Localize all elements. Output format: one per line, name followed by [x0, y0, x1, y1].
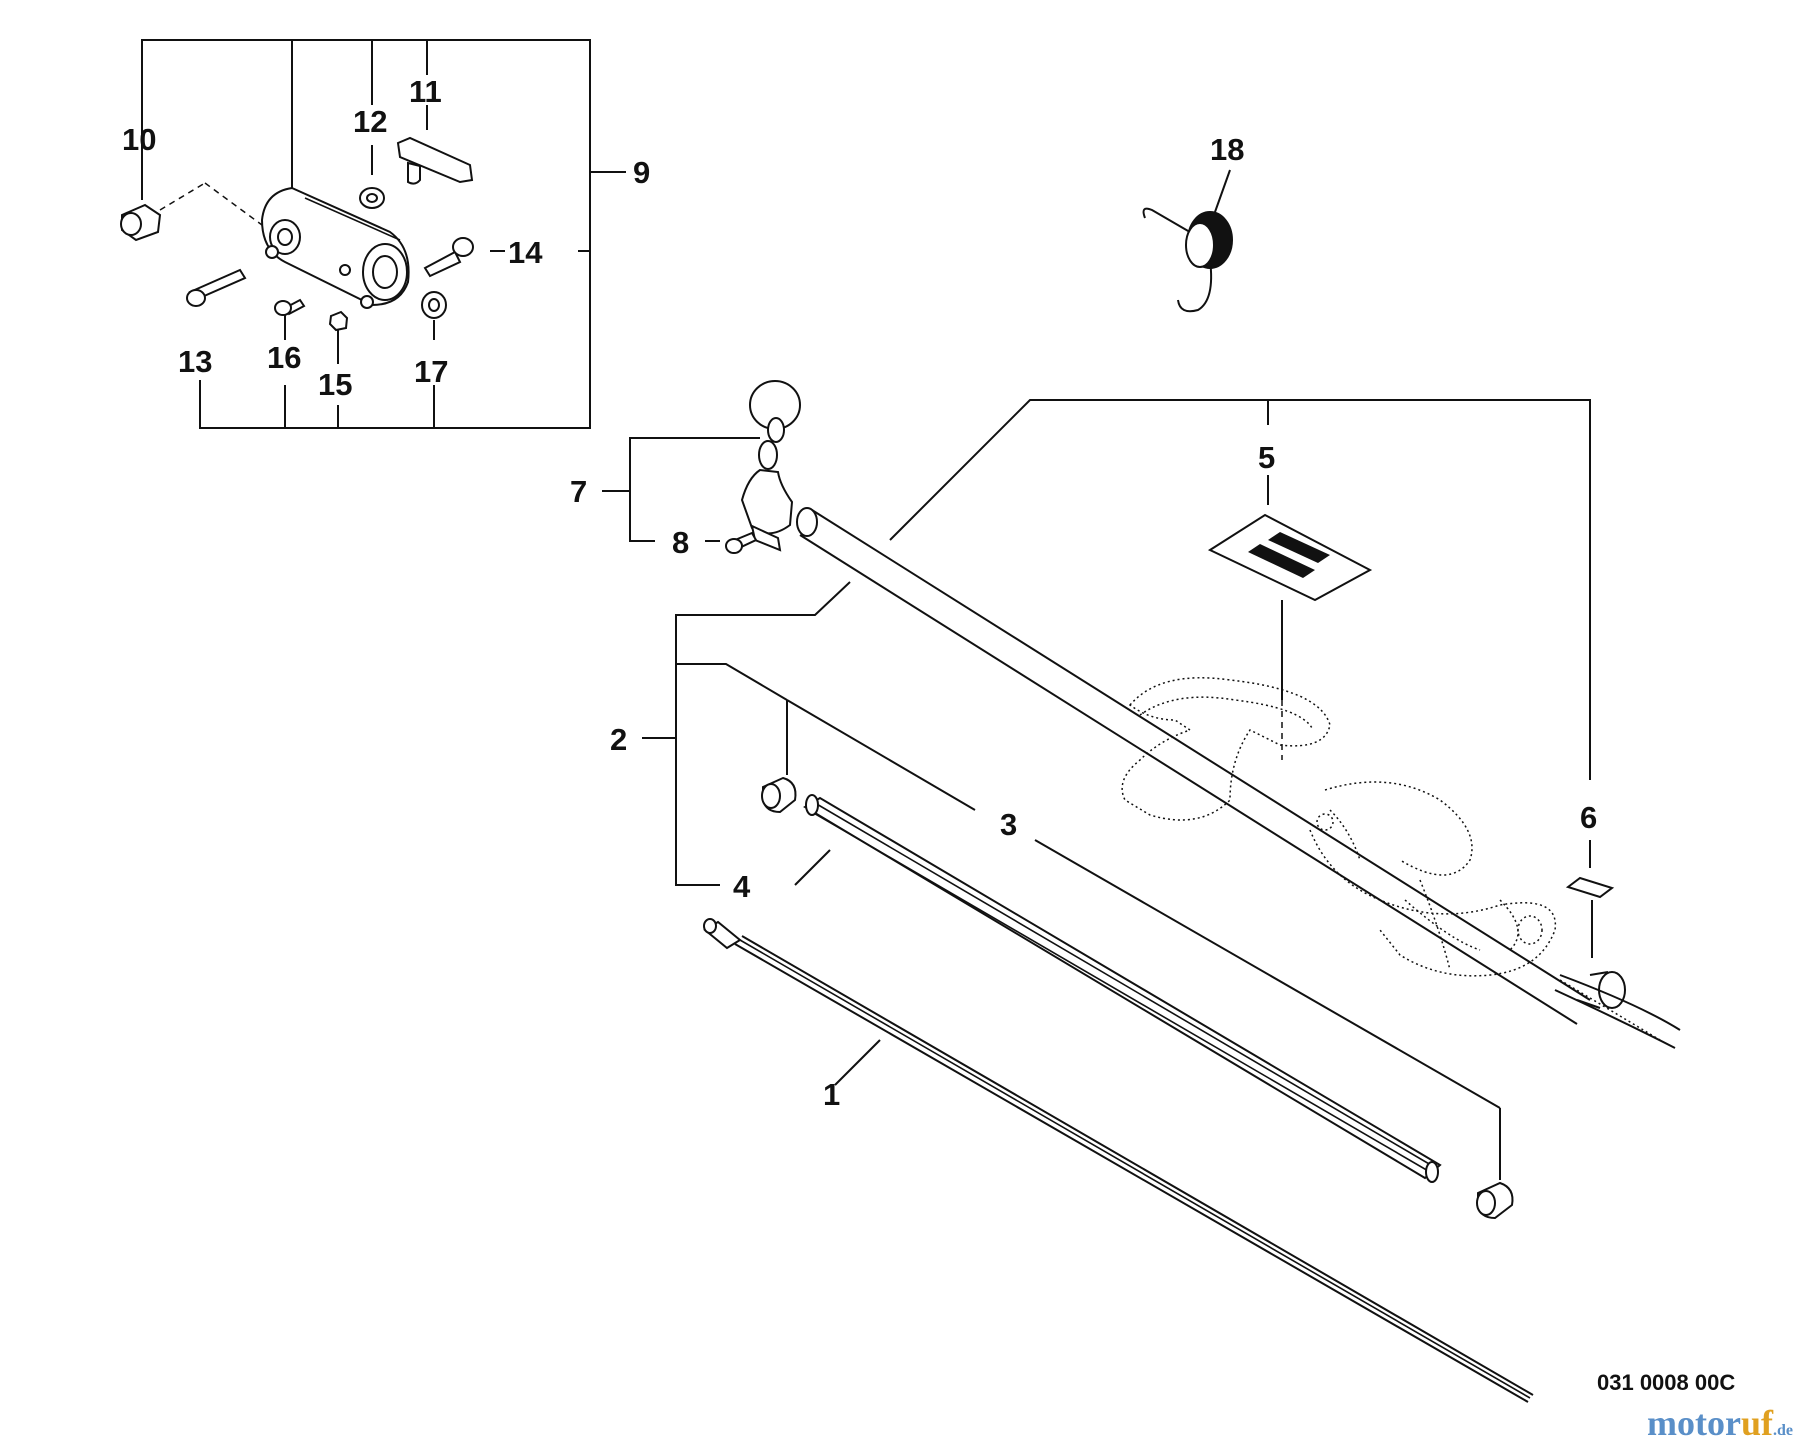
watermark-part2: uf — [1740, 1403, 1773, 1443]
callout-15: 15 — [318, 367, 352, 402]
callout-4: 4 — [733, 869, 751, 904]
part-16-screw — [274, 298, 306, 316]
callout-17: 17 — [414, 354, 448, 389]
part-15-nut — [328, 310, 349, 332]
callout-10: 10 — [122, 122, 156, 157]
main-shaft-tube — [796, 507, 1626, 1025]
watermark-part1: motor — [1647, 1403, 1741, 1443]
callout-2: 2 — [610, 722, 627, 757]
part-9-gear-case — [260, 186, 410, 309]
part-8-screw — [725, 531, 758, 554]
bracket-group-9 — [141, 39, 626, 429]
bracket-group-2 — [642, 581, 1501, 1180]
callout-3: 3 — [1000, 807, 1017, 842]
handle-outline — [1121, 677, 1557, 977]
callout-6: 6 — [1580, 800, 1597, 835]
bracket-group-7 — [602, 437, 760, 542]
part-4-liner — [803, 794, 1442, 1183]
callout-11: 11 — [409, 74, 442, 109]
watermark-logo: motoruf.de — [1647, 1402, 1793, 1444]
flexible-cable — [1554, 974, 1681, 1049]
part-11-wing-bolt — [396, 136, 474, 185]
part-7-clamp — [740, 380, 801, 552]
part-5-decal — [1207, 513, 1373, 760]
callout-13: 13 — [178, 344, 212, 379]
callout-7: 7 — [570, 474, 587, 509]
callout-9: 9 — [633, 155, 650, 190]
callout-18: 18 — [1210, 132, 1244, 167]
callout-1: 1 — [823, 1077, 840, 1112]
callout-14: 14 — [508, 235, 543, 270]
part-17-washer — [421, 291, 447, 319]
part-10-fitting — [120, 182, 263, 242]
callout-8: 8 — [672, 525, 689, 560]
callout-16: 16 — [267, 340, 301, 375]
part-3-bushing-bottom — [1476, 1181, 1514, 1220]
bracket-group-5 — [889, 399, 1591, 868]
diagram-code: 031 0008 00C — [1597, 1370, 1736, 1395]
part-12-washer — [359, 187, 385, 209]
callout-5: 5 — [1258, 440, 1275, 475]
watermark-part3: .de — [1772, 1422, 1793, 1439]
part-1-drive-shaft — [703, 918, 1534, 1403]
callout-labels: 1 2 3 4 5 6 7 8 9 10 11 12 13 14 15 16 1… — [122, 74, 1597, 1112]
part-14-bolt — [423, 237, 474, 278]
part-6-label — [1565, 876, 1615, 958]
part-18-hanger — [1142, 169, 1233, 313]
part-3-bushing-top — [761, 776, 797, 814]
callout-12: 12 — [353, 104, 387, 139]
part-13-bolt — [186, 268, 247, 307]
